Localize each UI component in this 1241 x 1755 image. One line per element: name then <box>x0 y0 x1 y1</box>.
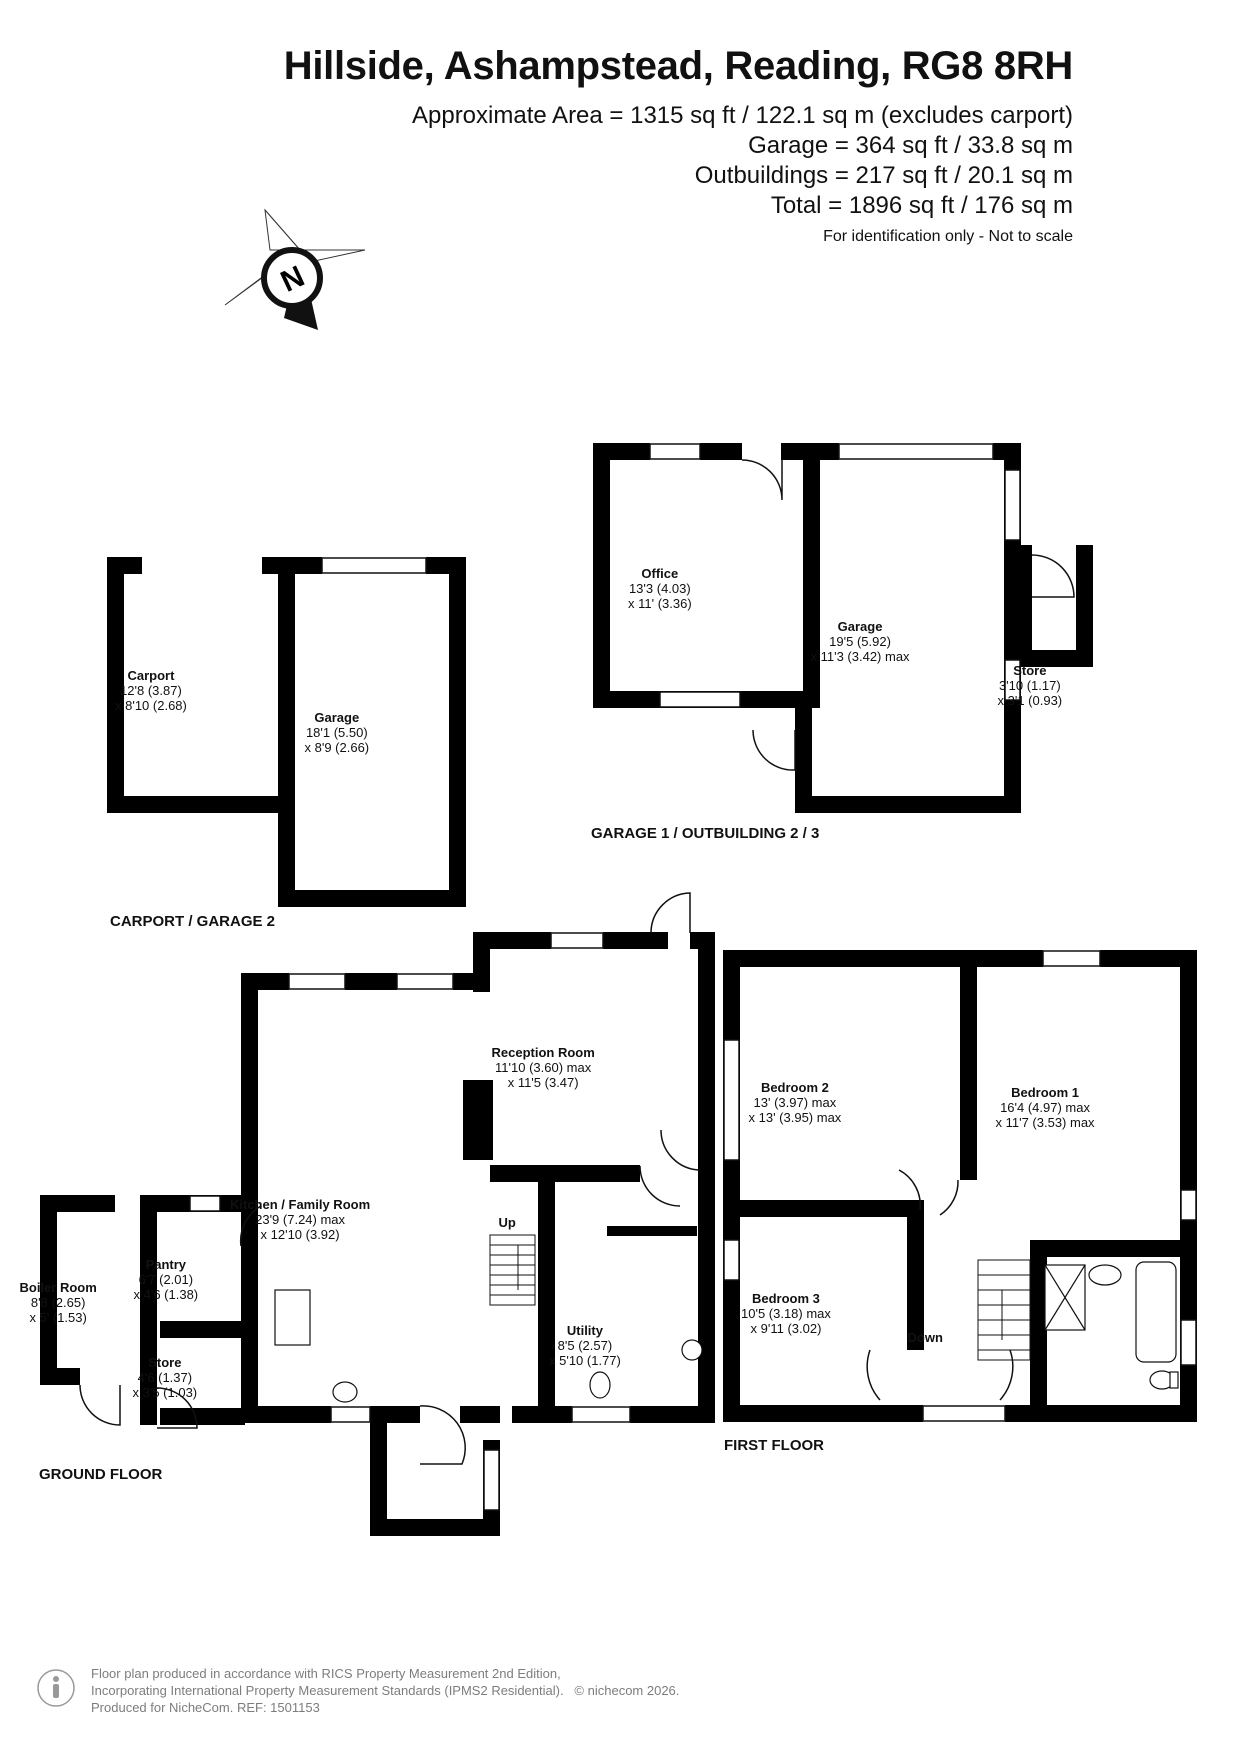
footer-line-3: Produced for NicheCom. REF: 1501153 <box>91 1700 320 1715</box>
garage-area: Garage = 364 sq ft / 33.8 sq m <box>748 132 1073 159</box>
info-person-icon <box>37 1669 75 1707</box>
doors <box>79 459 1075 1465</box>
stairs-down-label: Down <box>907 1330 943 1345</box>
section-garage1-outbuilding: GARAGE 1 / OUTBUILDING 2 / 3 <box>591 825 820 842</box>
disclaimer-note: For identification only - Not to scale <box>823 228 1073 245</box>
footer-line-1: Floor plan produced in accordance with R… <box>91 1666 561 1681</box>
footer-line-2: Incorporating International Property Mea… <box>91 1683 680 1698</box>
compass-north-icon: N <box>224 208 366 330</box>
section-carport-garage2: CARPORT / GARAGE 2 <box>110 913 276 930</box>
approximate-area: Approximate Area = 1315 sq ft / 122.1 sq… <box>411 102 1073 129</box>
total-area: Total = 1896 sq ft / 176 sq m <box>770 192 1073 219</box>
page-title: Hillside, Ashampstead, Reading, RG8 8RH <box>283 44 1074 88</box>
section-ground-floor: GROUND FLOOR <box>39 1466 163 1483</box>
stairs-up-label: Up <box>498 1215 516 1230</box>
stairs-first <box>977 1259 1031 1361</box>
windows <box>189 443 1197 1511</box>
section-first-floor: FIRST FLOOR <box>724 1437 824 1454</box>
stairs-ground <box>489 1234 536 1306</box>
walls <box>40 443 1197 1536</box>
outbuildings-area: Outbuildings = 217 sq ft / 20.1 sq m <box>694 162 1073 189</box>
footer-text: Floor plan produced in accordance with R… <box>91 1665 679 1716</box>
bathroom-fixtures <box>274 1261 1179 1403</box>
footer-copyright: © nichecom 2026. <box>574 1683 680 1698</box>
